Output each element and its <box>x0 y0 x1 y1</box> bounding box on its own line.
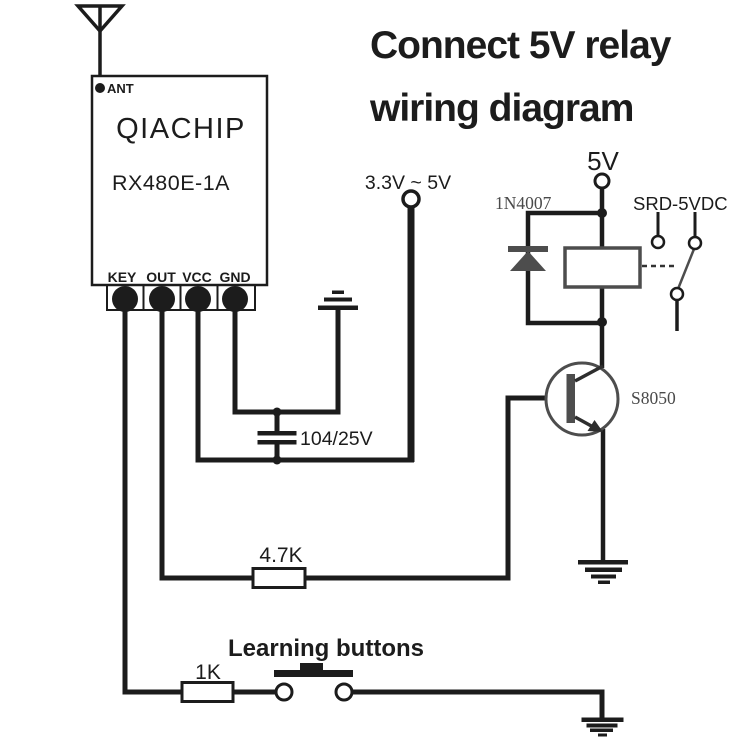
learning-button-label: Learning buttons <box>228 635 424 662</box>
input-supply-terminal: 3.3V ~ 5V <box>365 172 451 209</box>
capacitor-bottom-plate <box>257 440 297 445</box>
junction-dot <box>597 317 607 327</box>
button-right-terminal <box>334 682 354 702</box>
ground-bar <box>590 728 613 732</box>
relay: SRD-5VDC <box>563 193 728 331</box>
pin-label-out: OUT <box>146 269 176 285</box>
ground-bar <box>581 717 624 722</box>
capacitor-value: 104/25V <box>300 428 373 450</box>
relay-supply-label: 5V <box>587 146 619 176</box>
key-resistor-body <box>180 681 235 703</box>
emitter-ground-symbol <box>578 560 628 584</box>
key-pin-pad <box>112 286 138 312</box>
ground-bar <box>598 580 610 584</box>
base-resistor: 4.7K <box>251 544 307 589</box>
ground-bar <box>332 290 344 294</box>
title: Connect 5V relay wiring diagram <box>369 24 673 130</box>
pin-label-vcc: VCC <box>182 269 212 285</box>
ground-bar <box>598 733 607 737</box>
input-supply-circle <box>401 189 421 209</box>
button-cap-bar <box>274 670 353 677</box>
out-wire <box>159 310 253 581</box>
button-ground-symbol <box>581 717 624 737</box>
key-wire <box>122 310 182 695</box>
module-body <box>90 74 269 287</box>
transistor: S8050 <box>544 361 676 437</box>
input-supply-label: 3.3V ~ 5V <box>365 172 451 194</box>
ant-pin-dot <box>95 83 105 93</box>
relay-supply-terminal: 5V <box>587 146 620 190</box>
junction-dot <box>272 407 282 417</box>
button-plunger <box>300 663 323 671</box>
diode-triangle <box>510 251 546 271</box>
out-pin-pad <box>149 286 175 312</box>
transistor-collector-lead <box>574 364 604 383</box>
relay-part-label: SRD-5VDC <box>633 193 728 214</box>
button-left-terminal <box>274 682 294 702</box>
pin-label-key: KEY <box>108 269 137 285</box>
junction-dots <box>272 208 607 465</box>
vcc-pin-pad <box>185 286 211 312</box>
relay-common-contact <box>669 286 685 302</box>
flyback-diode: 1N4007 <box>495 193 552 271</box>
pin-label-gnd: GND <box>219 269 250 285</box>
resistor-to-base-wire <box>305 395 567 581</box>
ground-bar <box>324 297 352 302</box>
base-resistor-body <box>251 567 307 589</box>
junction-dot <box>272 455 282 465</box>
module-brand: QIACHIP <box>116 113 246 145</box>
ground-bar <box>585 567 622 572</box>
capacitor-top-plate <box>257 431 297 436</box>
transistor-base-bar <box>566 374 575 423</box>
ground-bar <box>318 305 358 310</box>
button-to-ground-wire <box>352 689 605 719</box>
diode-part-label: 1N4007 <box>495 193 552 213</box>
key-resistor: 1K <box>180 661 235 703</box>
ground-bar <box>578 560 628 565</box>
module-model: RX480E-1A <box>112 171 230 195</box>
gnd-wire <box>232 310 338 415</box>
receiver-module: ANT QIACHIP RX480E-1A KEY OUT VCC GND <box>90 74 269 312</box>
relay-supply-circle <box>593 172 611 190</box>
relay-nc-contact <box>650 234 666 250</box>
learning-button: Learning buttons <box>228 635 424 702</box>
title-line-2: wiring diagram <box>369 87 633 130</box>
gnd-pin-pad <box>222 286 248 312</box>
decoupling-capacitor: 104/25V <box>257 428 373 450</box>
base-resistor-value: 4.7K <box>259 544 302 567</box>
title-line-1: Connect 5V relay <box>370 24 672 67</box>
antenna <box>74 4 126 77</box>
relay-no-contact <box>687 235 703 251</box>
vcc-wire <box>195 310 414 463</box>
transistor-part-label: S8050 <box>631 388 676 408</box>
diode-cathode-bar <box>508 246 548 252</box>
transistor-emitter-arrow <box>587 420 603 432</box>
ground-bar <box>591 574 616 579</box>
junction-dot <box>597 208 607 218</box>
transistor-circle <box>544 361 620 437</box>
key-resistor-value: 1K <box>195 661 221 684</box>
relay-switch-armature <box>676 248 696 290</box>
ant-label: ANT <box>107 81 134 96</box>
module-ground-symbol <box>318 290 358 310</box>
ground-bar <box>586 723 618 728</box>
relay-coil-box <box>563 246 642 289</box>
